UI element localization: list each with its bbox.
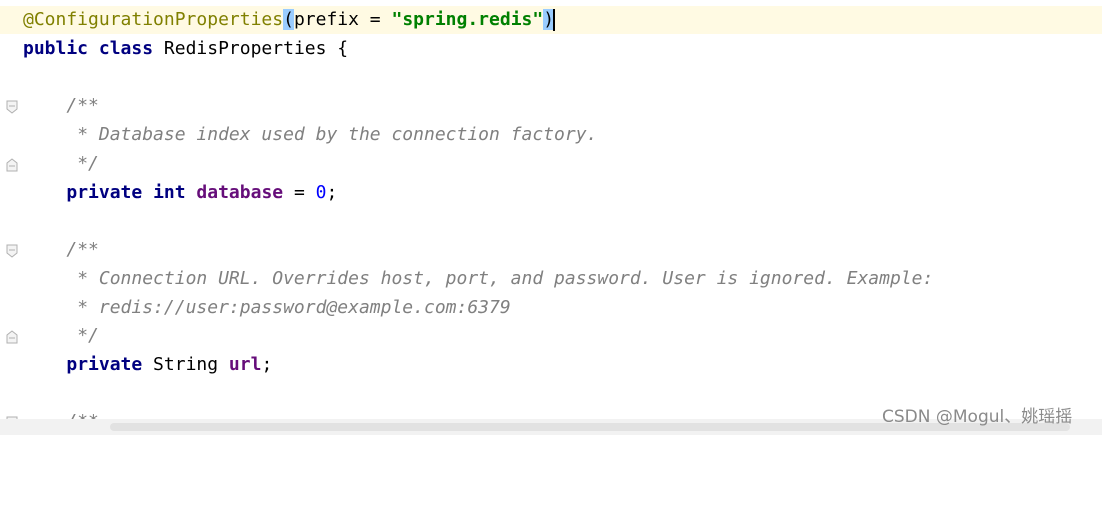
code-line-doc-text[interactable]: * Connection URL. Overrides host, port, … xyxy=(0,265,1102,293)
watermark: CSDN @Mogul、姚瑶摇 xyxy=(882,407,1073,427)
prefix-token: prefix = xyxy=(293,9,392,30)
keyword-int: int xyxy=(153,182,186,203)
keyword-class: class xyxy=(98,38,154,59)
comment-token: * Database index used by the connection … xyxy=(66,124,598,145)
text-caret xyxy=(553,9,556,31)
keyword-private: private xyxy=(66,354,143,375)
comment-token: */ xyxy=(66,325,99,346)
fold-marker-icon[interactable] xyxy=(6,100,18,114)
code-line-field-url[interactable]: private String url; xyxy=(0,351,1102,379)
comment-token: * Connection URL. Overrides host, port, … xyxy=(66,268,934,289)
comment-token: */ xyxy=(66,153,99,174)
number-token: 0 xyxy=(315,182,327,203)
close-paren-token: ) xyxy=(543,9,555,30)
keyword-private: private xyxy=(66,182,143,203)
fold-marker-icon[interactable] xyxy=(6,158,18,172)
code-line-doc-text[interactable]: * Database index used by the connection … xyxy=(0,121,1102,149)
comment-token: /** xyxy=(66,95,99,116)
code-line-doc-open[interactable]: /** xyxy=(0,236,1102,264)
code-line-annotation[interactable]: @ConfigurationProperties(prefix = "sprin… xyxy=(0,6,1102,34)
code-line-doc-text[interactable]: * redis://user:password@example.com:6379 xyxy=(0,294,1102,322)
class-name-token: RedisProperties { xyxy=(153,38,349,59)
code-line-doc-close[interactable]: */ xyxy=(0,322,1102,350)
comment-token: /** xyxy=(66,239,99,260)
code-line-field-database[interactable]: private int database = 0; xyxy=(0,179,1102,207)
semicolon-token: ; xyxy=(326,182,338,203)
code-line-class-declaration[interactable]: public class RedisProperties { xyxy=(0,35,1102,63)
comment-token: * redis://user:password@example.com:6379 xyxy=(66,297,511,318)
field-name-token: url xyxy=(228,354,262,375)
keyword-public: public xyxy=(23,38,89,59)
horizontal-scrollbar[interactable] xyxy=(0,419,1102,435)
assign-token: = xyxy=(283,182,316,203)
fold-marker-icon[interactable] xyxy=(6,330,18,344)
annotation-token: @ConfigurationProperties xyxy=(23,9,284,30)
open-paren-token: ( xyxy=(283,9,294,30)
code-line-doc-close[interactable]: */ xyxy=(0,150,1102,178)
type-token: String xyxy=(142,354,229,375)
string-token: "spring.redis" xyxy=(391,9,544,30)
field-name-token: database xyxy=(196,182,284,203)
fold-marker-icon[interactable] xyxy=(6,244,18,258)
scrollbar-thumb[interactable] xyxy=(110,423,1070,431)
code-editor[interactable]: @ConfigurationProperties(prefix = "sprin… xyxy=(0,0,1102,435)
code-line-doc-open[interactable]: /** xyxy=(0,92,1102,120)
semicolon-token: ; xyxy=(261,354,273,375)
